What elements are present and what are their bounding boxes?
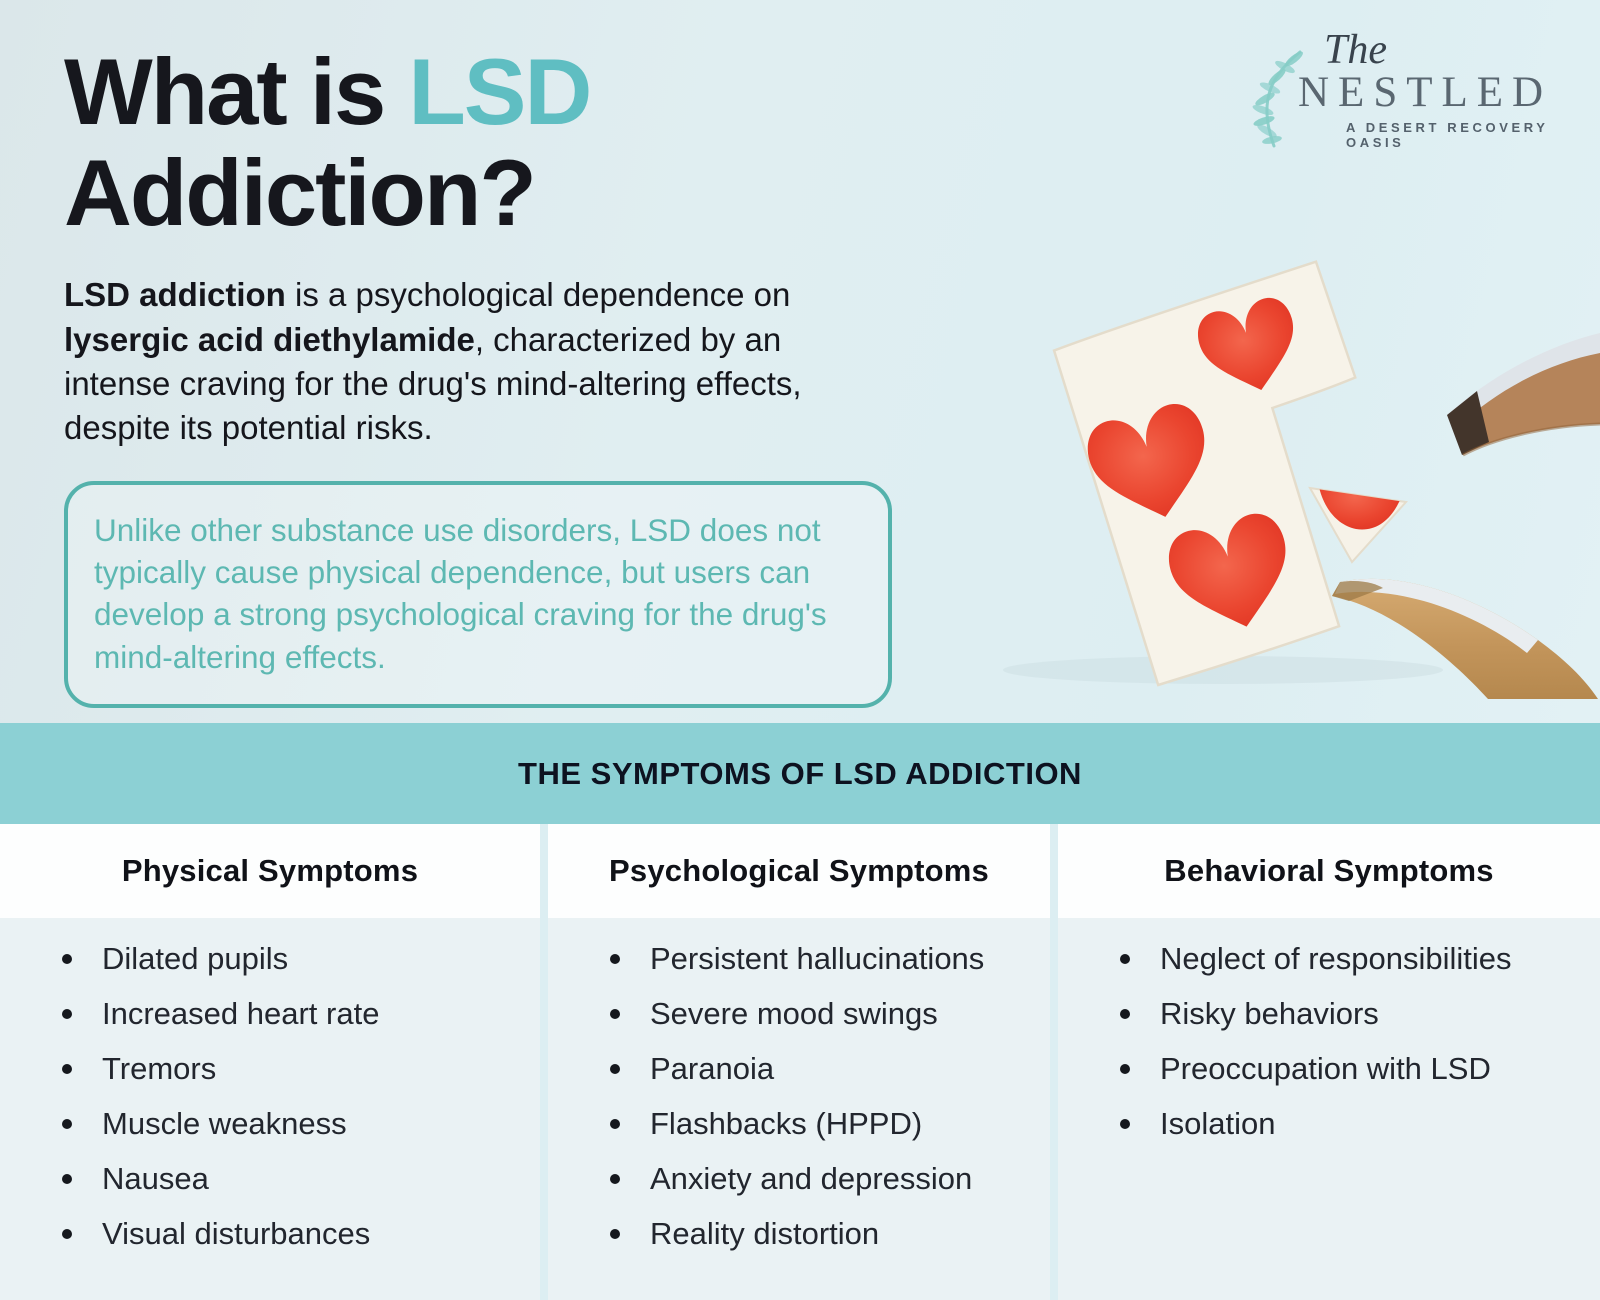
tweezers-icon [1332, 333, 1600, 699]
section-banner: THE SYMPTOMS OF LSD ADDICTION [0, 723, 1600, 824]
symptom-item: Severe mood swings [604, 997, 1030, 1031]
symptom-item: Persistent hallucinations [604, 942, 1030, 976]
hero-section: The NESTLED A DESERT RECOVERY OASIS What… [0, 0, 1600, 723]
lsd-blotter-illustration [928, 252, 1600, 700]
symptom-item: Increased heart rate [56, 997, 520, 1031]
column-header: Behavioral Symptoms [1058, 824, 1600, 918]
symptom-item: Visual disturbances [56, 1217, 520, 1251]
symptom-item: Anxiety and depression [604, 1162, 1030, 1196]
column-header: Psychological Symptoms [548, 824, 1050, 918]
column-behavioral: Behavioral Symptoms Neglect of responsib… [1058, 824, 1600, 1300]
intro-bold-2: lysergic acid diethylamide [64, 320, 475, 358]
symptom-list: Neglect of responsibilities Risky behavi… [1058, 918, 1600, 1300]
intro-text-1: is a psychological dependence on [285, 276, 791, 314]
column-physical: Physical Symptoms Dilated pupils Increas… [0, 824, 540, 1300]
column-header: Physical Symptoms [0, 824, 540, 918]
logo-name: NESTLED [1298, 69, 1553, 116]
symptom-item: Preoccupation with LSD [1114, 1052, 1580, 1086]
torn-blotter-piece [1308, 486, 1408, 564]
title-accent: LSD [408, 39, 592, 144]
paper-shadow [1003, 656, 1443, 684]
logo-tagline: A DESERT RECOVERY OASIS [1346, 120, 1549, 150]
callout-text: Unlike other substance use disorders, LS… [94, 511, 827, 675]
intro-bold-1: LSD addiction [64, 276, 286, 314]
intro-paragraph: LSD addiction is a psychological depende… [64, 273, 894, 451]
heart-icon [1087, 297, 1293, 627]
symptom-item: Reality distortion [604, 1217, 1030, 1251]
symptom-item: Risky behaviors [1114, 997, 1580, 1031]
symptom-item: Flashbacks (HPPD) [604, 1107, 1030, 1141]
leaf-branch-icon [1252, 50, 1303, 148]
symptom-item: Nausea [56, 1162, 520, 1196]
column-title: Psychological Symptoms [609, 853, 989, 888]
column-title: Behavioral Symptoms [1164, 853, 1494, 888]
symptom-item: Dilated pupils [56, 942, 520, 976]
symptoms-columns: Physical Symptoms Dilated pupils Increas… [0, 824, 1600, 1300]
symptom-item: Paranoia [604, 1052, 1030, 1086]
title-part2: Addiction? [64, 139, 537, 245]
blotter-paper [1052, 260, 1357, 687]
brand-logo: The NESTLED A DESERT RECOVERY OASIS [1234, 27, 1564, 150]
logo-the: The [1324, 27, 1387, 73]
intro-text-2: , characterized by an intense craving fo… [64, 320, 802, 447]
banner-title: THE SYMPTOMS OF LSD ADDICTION [518, 755, 1082, 791]
symptom-item: Neglect of responsibilities [1114, 942, 1580, 976]
symptom-list: Dilated pupils Increased heart rate Trem… [0, 918, 540, 1300]
callout-box: Unlike other substance use disorders, LS… [64, 480, 892, 709]
column-title: Physical Symptoms [121, 853, 419, 888]
symptom-item: Tremors [56, 1052, 520, 1086]
symptom-item: Isolation [1114, 1107, 1580, 1141]
column-psychological: Psychological Symptoms Persistent halluc… [548, 824, 1050, 1300]
title-part1: What is [64, 39, 386, 144]
symptom-item: Muscle weakness [56, 1107, 520, 1141]
symptom-list: Persistent hallucinations Severe mood sw… [548, 918, 1050, 1300]
